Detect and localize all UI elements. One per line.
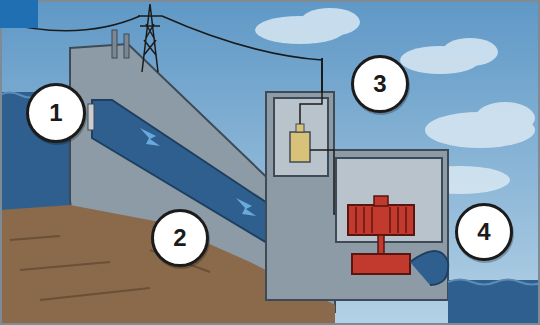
powerhouse-pole	[321, 58, 323, 92]
generator-ribs	[356, 207, 406, 233]
callout-number: 3	[373, 72, 386, 96]
callout-number: 1	[49, 101, 62, 125]
generator-cap	[374, 196, 388, 206]
callout-number: 2	[173, 226, 186, 250]
callout-number: 4	[477, 220, 490, 244]
river-water	[448, 280, 540, 325]
generator-room	[336, 158, 442, 242]
transformer-room	[274, 98, 328, 176]
dam-post	[124, 34, 129, 58]
transformer	[290, 132, 310, 162]
turbine	[352, 254, 410, 274]
callout-circle: 4	[455, 203, 513, 261]
power-line	[0, 16, 322, 60]
transformer-top	[296, 124, 304, 132]
pylon	[138, 4, 162, 72]
callout-circle: 3	[351, 55, 409, 113]
transformer-wire	[300, 60, 322, 124]
shaft	[378, 235, 384, 255]
water-wave	[448, 280, 540, 285]
generator	[348, 205, 414, 235]
intake-gate	[88, 104, 94, 130]
callout-circle: 2	[151, 209, 209, 267]
flow-arrows	[140, 128, 256, 216]
callout-circle: 1	[26, 83, 86, 143]
draft-tube	[410, 251, 448, 285]
powerhouse	[266, 92, 448, 300]
dam-post	[112, 30, 117, 58]
corner-tab	[0, 0, 38, 28]
